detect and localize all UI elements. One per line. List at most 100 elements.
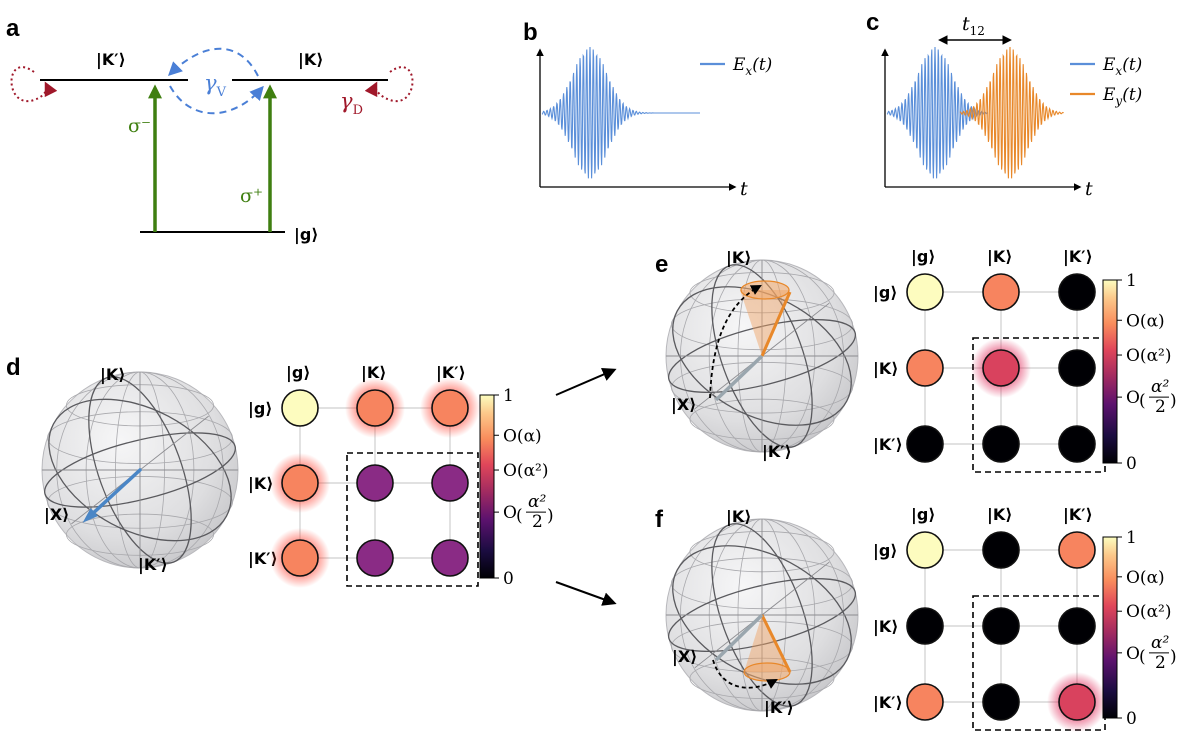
trajectory-arrow <box>709 284 762 399</box>
precession-cone-rim <box>740 280 790 300</box>
equator <box>667 319 857 393</box>
matrix-element <box>1058 425 1096 463</box>
matrix-row-label: |K⟩ <box>873 617 899 637</box>
sphere-e-top-ket: |K⟩ <box>726 248 752 268</box>
matrix-element <box>431 464 469 502</box>
gamma-d-loop-right <box>364 66 414 103</box>
colorbar-paren-left: ( <box>1139 647 1146 667</box>
matrix-element <box>982 683 1020 721</box>
pulse-ex-c <box>886 46 989 179</box>
density-matrix-e: |g⟩|g⟩|K⟩|K⟩|K′⟩|K′⟩ <box>873 247 1106 473</box>
coherence-block <box>972 595 1106 731</box>
colorbar-frac-den: 2 <box>1155 653 1166 673</box>
colorbar-gradient <box>1102 536 1118 719</box>
initial-vector <box>714 354 764 402</box>
matrix-col-label: |K′⟩ <box>436 363 466 383</box>
panel-label-a: a <box>6 15 20 42</box>
bloch-sphere-f <box>665 518 859 712</box>
matrix-element <box>982 349 1020 387</box>
colorbar-tick-o-alpha: O(α) <box>1126 311 1165 331</box>
precession-cone-rim <box>743 662 791 682</box>
oblique-great-circle <box>672 286 852 426</box>
sphere-e-left-ket: |X⟩ <box>671 395 697 415</box>
matrix-col-label: |g⟩ <box>911 505 936 525</box>
precession-cone <box>744 615 790 672</box>
state-vector-head <box>82 508 98 523</box>
ket-g: |g⟩ <box>294 225 319 245</box>
sphere-d-left-ket: |X⟩ <box>44 505 70 525</box>
colorbar-tick-0: 0 <box>1126 709 1137 729</box>
gamma-v-arrow-lower <box>169 85 264 115</box>
matrix-element <box>982 531 1020 569</box>
colorbar-paren-right: ) <box>547 506 554 526</box>
colorbar-frac-num: α² <box>1151 633 1169 653</box>
sphere-d-bottom-ket: |K′⟩ <box>138 555 168 575</box>
matrix-element <box>281 539 319 577</box>
sphere-d-top-ket: |K⟩ <box>100 365 126 385</box>
bloch-sphere-e <box>665 259 859 453</box>
state-vector <box>88 468 142 518</box>
axis-t-b: t <box>740 178 748 200</box>
matrix-col-label: |K⟩ <box>987 505 1013 525</box>
matrix-row-label: |g⟩ <box>873 541 898 561</box>
matrix-col-label: |K′⟩ <box>1063 505 1093 525</box>
colorbar-tick-o-half: O <box>503 503 517 523</box>
matrix-row-label: |g⟩ <box>248 399 273 419</box>
colorbar-frac-num: α² <box>1151 377 1169 397</box>
coherence-block <box>346 452 479 587</box>
colorbar-gradient <box>479 394 495 579</box>
matrix-row-label: |K′⟩ <box>873 693 903 713</box>
gamma-d-label: γD <box>340 89 363 118</box>
matrix-element <box>431 389 469 427</box>
colorbar-frac-num: α² <box>528 492 546 512</box>
colorbar-tick-0: 0 <box>1126 454 1137 474</box>
pulse-ex-b <box>541 46 700 179</box>
legend-ey-c: Ey(t) <box>1102 85 1142 108</box>
colorbar-tick-o-alpha: O(α) <box>1126 568 1165 588</box>
colorbar-f: 1O(α)O(α²)0O(α²2) <box>1102 528 1177 729</box>
matrix-element <box>906 349 944 387</box>
panel-label-c: c <box>866 9 879 36</box>
oblique-great-circle <box>672 545 852 685</box>
colorbar-tick-1: 1 <box>1126 528 1137 548</box>
colorbar-tick-o-half: O <box>1126 388 1140 408</box>
matrix-col-label: |K⟩ <box>361 363 387 383</box>
axis-t-c: t <box>1085 178 1093 200</box>
panel-c: c t t12 Ex(t) Ey(t) <box>866 9 1142 200</box>
colorbar-tick-o-half: O <box>1126 644 1140 664</box>
panel-a: a |K′⟩ |K⟩ |g⟩ σ⁻ σ⁺ γV γD <box>6 15 414 245</box>
colorbar-tick-o-alpha2: O(α²) <box>503 461 549 481</box>
sigma-plus-label: σ⁺ <box>240 185 263 207</box>
legend-ex-b: Ex(t) <box>732 55 772 78</box>
matrix-row-label: |K′⟩ <box>873 435 903 455</box>
ket-k: |K⟩ <box>298 50 324 70</box>
colorbar-tick-1: 1 <box>1126 271 1137 291</box>
sphere-e-bottom-ket: |K′⟩ <box>762 442 792 462</box>
matrix-element <box>1058 683 1096 721</box>
gamma-v-label: γV <box>204 71 227 100</box>
precessing-vector <box>760 291 792 357</box>
gamma-d-loop-left <box>10 66 58 103</box>
colorbar-paren-right: ) <box>1170 391 1177 411</box>
equator <box>667 578 857 652</box>
matrix-element <box>1058 273 1096 311</box>
colorbar-e: 1O(α)O(α²)0O(α²2) <box>1102 271 1177 474</box>
sphere-f-bottom-ket: |K′⟩ <box>764 698 794 718</box>
matrix-element <box>356 539 394 577</box>
matrix-element <box>431 539 469 577</box>
colorbar-gradient <box>1102 279 1118 464</box>
legend-ex-c: Ex(t) <box>1102 55 1142 78</box>
colorbar-frac-den: 2 <box>532 512 543 532</box>
colorbar-tick-o-alpha2: O(α²) <box>1126 346 1172 366</box>
panel-b: b t Ex(t) <box>523 19 772 200</box>
panel-label-b: b <box>523 19 538 46</box>
gamma-v-arrow-upper <box>167 47 259 77</box>
matrix-element <box>906 683 944 721</box>
main-meridian <box>711 264 813 448</box>
sphere-f-top-ket: |K⟩ <box>726 507 752 527</box>
pulse-ey-c <box>959 46 1064 179</box>
matrix-col-label: |K⟩ <box>987 247 1013 267</box>
matrix-element <box>906 425 944 463</box>
precession-cone <box>740 290 790 356</box>
